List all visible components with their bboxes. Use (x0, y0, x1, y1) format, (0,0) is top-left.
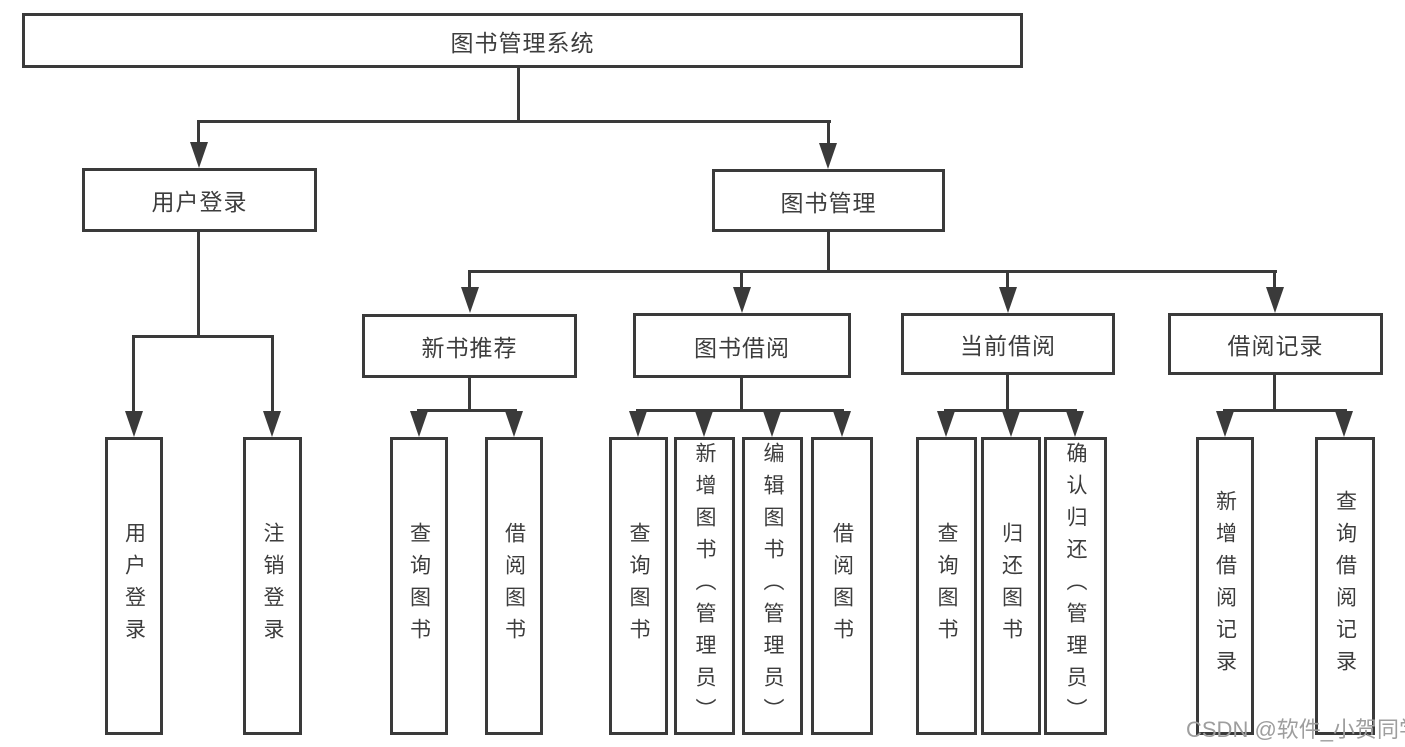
node-label: 当前借阅 (960, 333, 1056, 359)
connector-drop-book-management (827, 120, 830, 146)
arrowhead-current-borrowing (999, 287, 1017, 313)
node-label: 确认归还（管理员） (1064, 442, 1087, 730)
connector-borrowing-records-stub (1273, 375, 1276, 411)
arrowhead-new-book-recommend (461, 287, 479, 313)
node-label: 归还图书 (999, 522, 1023, 650)
connector-drop-leaf-user-login (132, 335, 135, 415)
arrowhead-leaf-query-books-2 (629, 411, 647, 437)
node-label: 用户登录 (151, 189, 248, 215)
connector-book-borrowing-stub (740, 378, 743, 411)
node-label: 编辑图书（管理员） (761, 442, 784, 730)
connector-drop-user-login (197, 120, 200, 146)
connector-drop-new-book-recommend (468, 270, 471, 292)
node-label: 图书借阅 (694, 334, 790, 361)
connector-new-book-recommend-split (417, 409, 517, 412)
node-current-borrowing: 当前借阅 (901, 313, 1115, 375)
node-label: 查询图书 (407, 522, 431, 650)
connector-current-borrowing-split (944, 409, 1077, 412)
node-leaf-logout: 注销登录 (243, 437, 302, 735)
arrowhead-user-login (190, 142, 208, 168)
connector-drop-book-borrowing (740, 270, 743, 292)
node-label: 图书管理 (780, 189, 877, 216)
node-leaf-query-books-3: 查询图书 (916, 437, 977, 735)
node-label: 新增图书（管理员） (693, 442, 716, 730)
connector-drop-leaf-logout (271, 335, 274, 415)
connector-level3-split (468, 270, 1277, 273)
connector-root-stub (517, 68, 520, 122)
node-book-borrowing: 图书借阅 (633, 313, 851, 378)
node-new-book-recommend: 新书推荐 (362, 314, 577, 378)
node-leaf-add-borrow-record: 新增借阅记录 (1196, 437, 1254, 735)
connector-book-borrowing-split (636, 409, 844, 412)
node-label: 用户登录 (122, 522, 146, 650)
node-user-login: 用户登录 (82, 168, 317, 232)
node-borrowing-records: 借阅记录 (1168, 313, 1383, 375)
node-leaf-return-books: 归还图书 (981, 437, 1041, 735)
arrowhead-leaf-query-books-1 (410, 411, 428, 437)
node-label: 查询借阅记录 (1333, 490, 1357, 682)
node-label: 查询图书 (627, 522, 650, 650)
connector-book-management-stub (827, 230, 830, 272)
node-label: 借阅图书 (502, 522, 526, 650)
node-leaf-query-books-1: 查询图书 (390, 437, 448, 735)
node-root: 图书管理系统 (22, 13, 1023, 68)
node-label: 查询图书 (935, 522, 958, 650)
arrowhead-leaf-borrow-books-2 (833, 411, 851, 437)
node-leaf-add-books-admin: 新增图书（管理员） (674, 437, 735, 735)
arrowhead-borrowing-records (1266, 287, 1284, 313)
arrowhead-leaf-query-borrow-record (1335, 411, 1353, 437)
connector-current-borrowing-stub (1006, 375, 1009, 411)
connector-user-login-split (132, 335, 274, 338)
node-label: 注销登录 (261, 522, 284, 650)
connector-root-split (197, 120, 831, 123)
arrowhead-leaf-add-books-admin (695, 411, 713, 437)
connector-new-book-recommend-stub (468, 378, 471, 412)
node-label: 借阅图书 (830, 522, 854, 650)
node-label: 图书管理系统 (450, 29, 595, 56)
arrowhead-leaf-logout (263, 411, 281, 437)
connector-borrowing-records-split (1223, 409, 1347, 412)
node-leaf-confirm-return-admin: 确认归还（管理员） (1044, 437, 1107, 735)
connector-drop-borrowing-records (1273, 270, 1276, 292)
connector-drop-current-borrowing (1006, 270, 1009, 292)
node-leaf-query-books-2: 查询图书 (609, 437, 668, 735)
arrowhead-book-management (819, 143, 837, 169)
node-label: 借阅记录 (1227, 333, 1324, 359)
connector-user-login-stub (197, 230, 200, 337)
arrowhead-leaf-user-login (125, 411, 143, 437)
node-label: 新书推荐 (421, 335, 518, 361)
node-leaf-query-borrow-record: 查询借阅记录 (1315, 437, 1375, 735)
arrowhead-leaf-confirm-return-admin (1066, 411, 1084, 437)
node-book-management: 图书管理 (712, 169, 945, 232)
node-leaf-borrow-books-1: 借阅图书 (485, 437, 543, 735)
arrowhead-leaf-edit-books-admin (763, 411, 781, 437)
arrowhead-leaf-query-books-3 (937, 411, 955, 437)
arrowhead-leaf-add-borrow-record (1216, 411, 1234, 437)
node-leaf-edit-books-admin: 编辑图书（管理员） (742, 437, 803, 735)
node-leaf-user-login: 用户登录 (105, 437, 163, 735)
csdn-watermark: CSDN @软件_小贺同学 (1186, 717, 1405, 742)
node-leaf-borrow-books-2: 借阅图书 (811, 437, 873, 735)
arrowhead-book-borrowing (733, 287, 751, 313)
arrowhead-leaf-return-books (1002, 411, 1020, 437)
arrowhead-leaf-borrow-books-1 (505, 411, 523, 437)
node-label: 新增借阅记录 (1213, 490, 1237, 682)
